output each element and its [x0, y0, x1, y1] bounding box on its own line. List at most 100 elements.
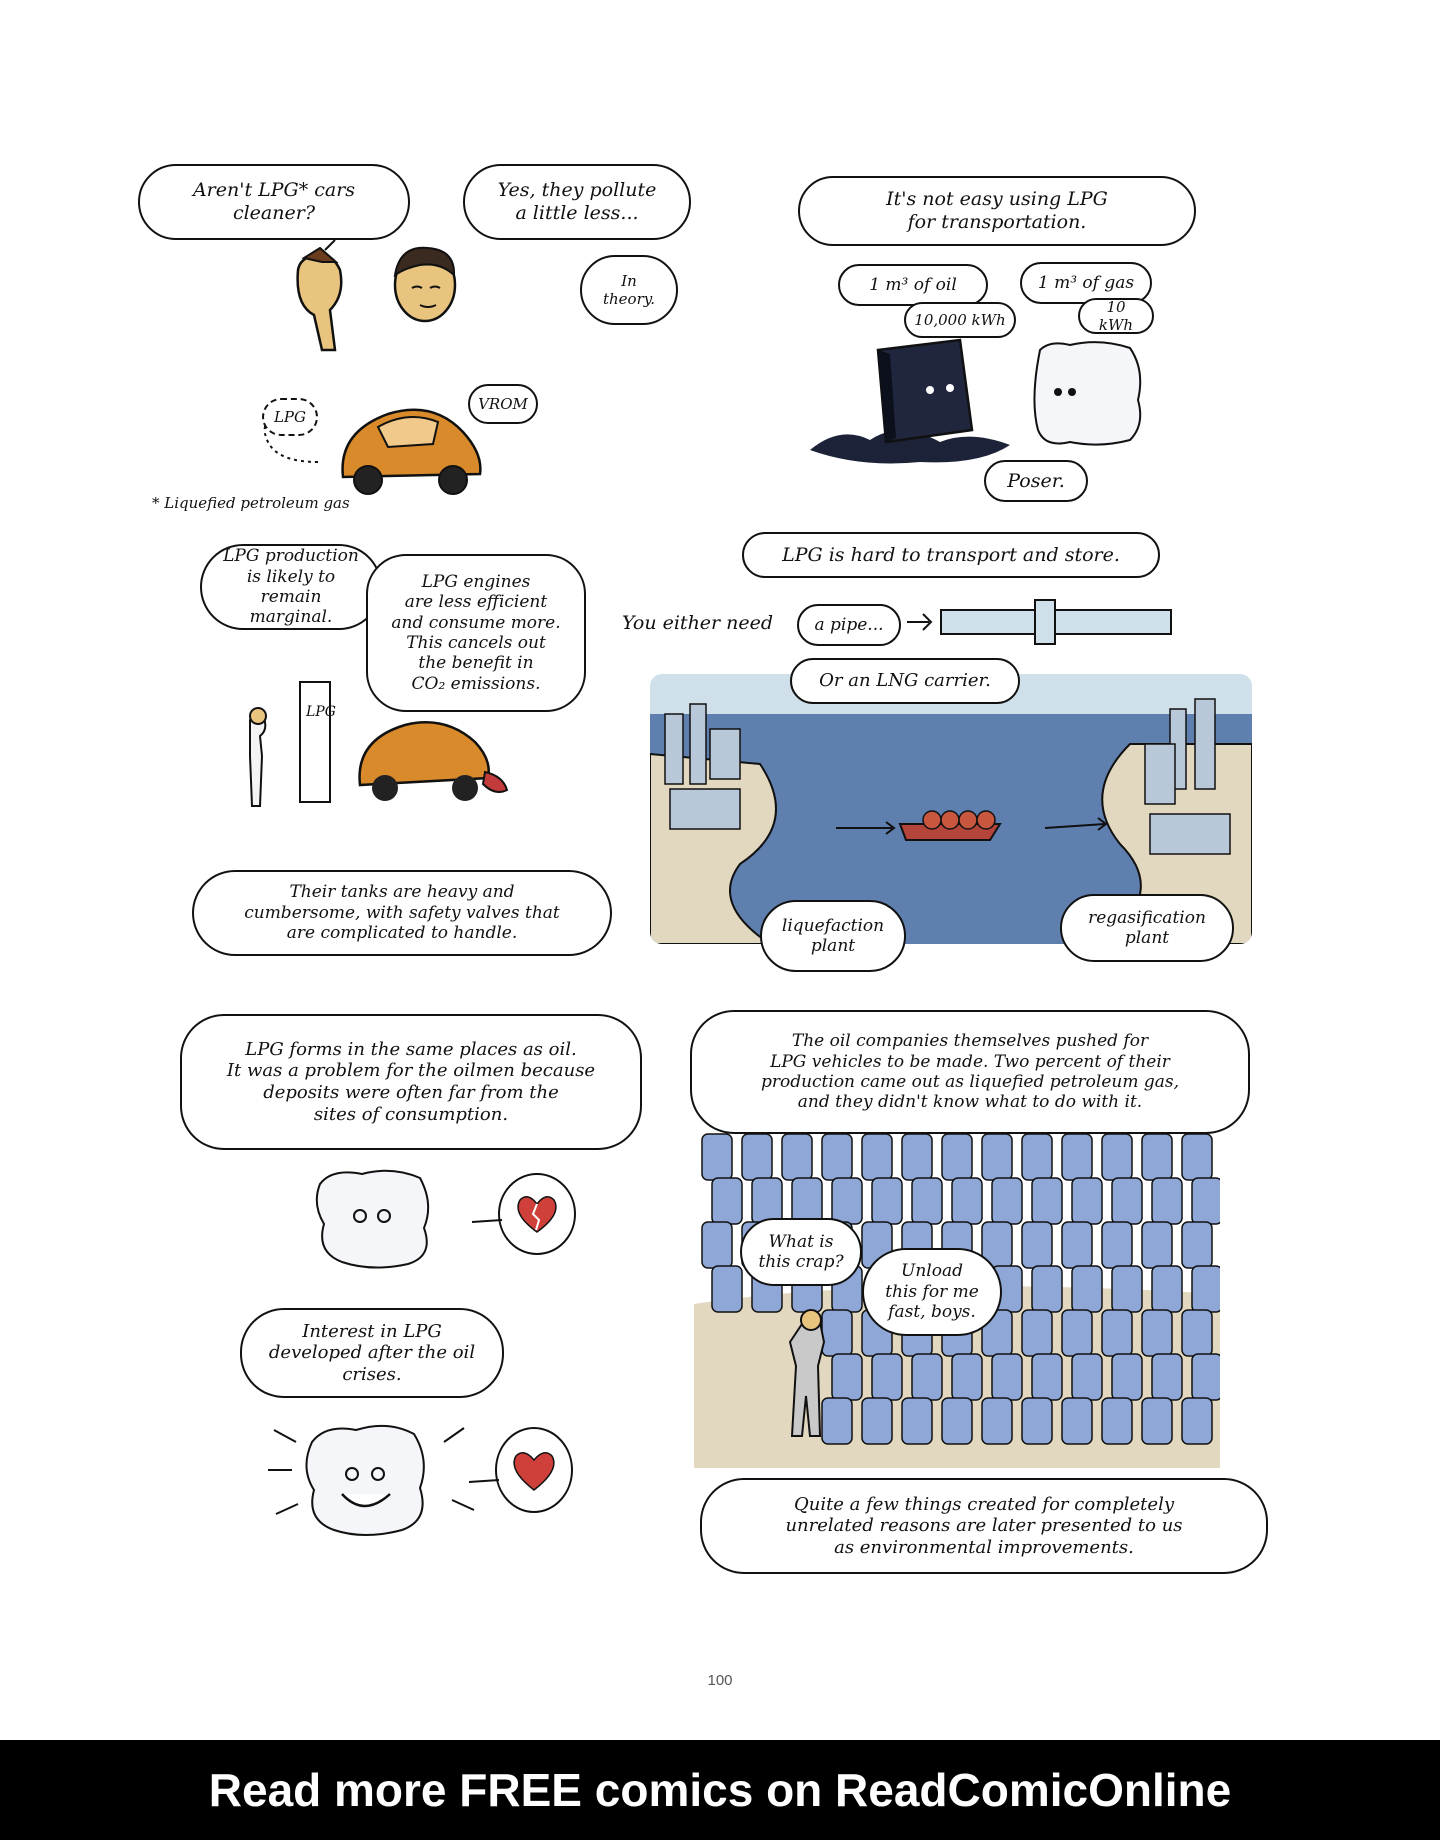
- barrel: [1031, 1265, 1063, 1313]
- barrel: [911, 1177, 943, 1225]
- caption-transport-store: LPG is hard to transport and store.: [742, 532, 1160, 578]
- oil-energy-label: 10,000 kWh: [904, 302, 1016, 338]
- comic-page: Aren't LPG* cars cleaner? Yes, they poll…: [138, 164, 1268, 1689]
- barrel: [821, 1133, 853, 1181]
- promo-banner[interactable]: Read more FREE comics on ReadComicOnline: [0, 1740, 1440, 1840]
- gas-station-scene-illustration: [249, 681, 509, 807]
- barrel: [981, 1133, 1013, 1181]
- barrel: [871, 1353, 903, 1401]
- barrel: [781, 1133, 813, 1181]
- barrel: [1181, 1133, 1213, 1181]
- barrel: [1151, 1177, 1183, 1225]
- barrel: [711, 1265, 743, 1313]
- barrel: [1111, 1353, 1143, 1401]
- barrel: [1111, 1177, 1143, 1225]
- barrel: [1181, 1309, 1213, 1357]
- lpg-car-illustration: [263, 408, 482, 495]
- barrel: [951, 1353, 983, 1401]
- caption-forms: LPG forms in the same places as oil. It …: [180, 1014, 642, 1150]
- lng-carrier-label: Or an LNG carrier.: [790, 658, 1020, 704]
- barrel: [861, 1397, 893, 1445]
- barrel: [1021, 1397, 1053, 1445]
- happy-gas-cloud-illustration: [268, 1424, 573, 1536]
- barrel: [701, 1133, 733, 1181]
- barrel: [1141, 1221, 1173, 1269]
- barrel: [701, 1221, 733, 1269]
- caption-quite-a-few: Quite a few things created for completel…: [700, 1478, 1268, 1574]
- caption-oil-companies: The oil companies themselves pushed for …: [690, 1010, 1250, 1134]
- liquefaction-label: liquefaction plant: [760, 900, 906, 972]
- barrel: [861, 1133, 893, 1181]
- barrel: [1071, 1177, 1103, 1225]
- barrel: [991, 1177, 1023, 1225]
- barrel: [1141, 1133, 1173, 1181]
- barrel: [1191, 1265, 1220, 1313]
- barrel: [1191, 1177, 1220, 1225]
- barrel: [871, 1177, 903, 1225]
- barrel: [831, 1177, 863, 1225]
- barrel: [941, 1397, 973, 1445]
- pipe-label: a pipe...: [797, 604, 901, 646]
- speech-bubble-answer: Yes, they pollute a little less...: [463, 164, 691, 240]
- barrel: [991, 1353, 1023, 1401]
- either-text: You either need: [622, 612, 774, 634]
- barrel: [711, 1177, 743, 1225]
- barrel: [1111, 1265, 1143, 1313]
- barrel: [1101, 1309, 1133, 1357]
- speech-bubble-question: Aren't LPG* cars cleaner?: [138, 164, 410, 240]
- barrel: [1141, 1397, 1173, 1445]
- promo-banner-text: Read more FREE comics on ReadComicOnline: [208, 1764, 1232, 1816]
- caption-interest: Interest in LPG developed after the oil …: [240, 1308, 504, 1398]
- barrel: [1191, 1353, 1220, 1401]
- barrel: [1151, 1265, 1183, 1313]
- barrel: [1141, 1309, 1173, 1357]
- barrel: [1061, 1221, 1093, 1269]
- barrel: [1181, 1397, 1213, 1445]
- regasification-label: regasification plant: [1060, 894, 1234, 962]
- barrel: [1031, 1353, 1063, 1401]
- barrel: [831, 1353, 863, 1401]
- barrel: [1151, 1353, 1183, 1401]
- oil-label: 1 m³ of oil: [838, 264, 988, 306]
- barrel: [1101, 1397, 1133, 1445]
- barrel: [901, 1397, 933, 1445]
- poser-bubble: Poser.: [984, 460, 1088, 502]
- barrel: [901, 1133, 933, 1181]
- barrel: [941, 1133, 973, 1181]
- barrel: [821, 1309, 853, 1357]
- speech-bubble-production: LPG production is likely to remain margi…: [200, 544, 382, 630]
- speech-bubble-unload: Unload this for me fast, boys.: [862, 1248, 1002, 1336]
- speech-bubble-what: What is this crap?: [740, 1218, 862, 1286]
- barrel: [1031, 1177, 1063, 1225]
- sad-gas-cloud-illustration: [315, 1169, 576, 1269]
- barrel: [951, 1177, 983, 1225]
- barrel: [1101, 1221, 1133, 1269]
- car-sound-bubble: VROM: [468, 384, 538, 424]
- barrel: [1061, 1397, 1093, 1445]
- barrel: [741, 1133, 773, 1181]
- speech-bubble-theory: In theory.: [580, 255, 678, 325]
- pump-label: LPG: [306, 704, 336, 720]
- barrel: [1071, 1265, 1103, 1313]
- barrel: [1021, 1221, 1053, 1269]
- speech-bubble-engines: LPG engines are less efficient and consu…: [366, 554, 586, 712]
- barrel: [1021, 1309, 1053, 1357]
- gas-energy-label: 10 kWh: [1078, 298, 1154, 334]
- footnote: * Liquefied petroleum gas: [152, 494, 350, 512]
- caption-tanks: Their tanks are heavy and cumbersome, wi…: [192, 870, 612, 956]
- barrel: [1181, 1221, 1213, 1269]
- caption-transportation: It's not easy using LPG for transportati…: [798, 176, 1196, 246]
- pipe-illustration: [907, 599, 1172, 645]
- tank-label: LPG: [262, 398, 318, 436]
- oil-cube-and-gas-cloud-illustration: [810, 338, 1142, 464]
- barrel: [1061, 1133, 1093, 1181]
- two-men-faces-illustration: [296, 240, 457, 352]
- page-number: 100: [707, 1672, 733, 1689]
- barrel: [1061, 1309, 1093, 1357]
- barrel: [1071, 1353, 1103, 1401]
- barrel: [911, 1353, 943, 1401]
- barrel: [981, 1397, 1013, 1445]
- barrel: [821, 1397, 853, 1445]
- barrel: [1021, 1133, 1053, 1181]
- barrel: [1101, 1133, 1133, 1181]
